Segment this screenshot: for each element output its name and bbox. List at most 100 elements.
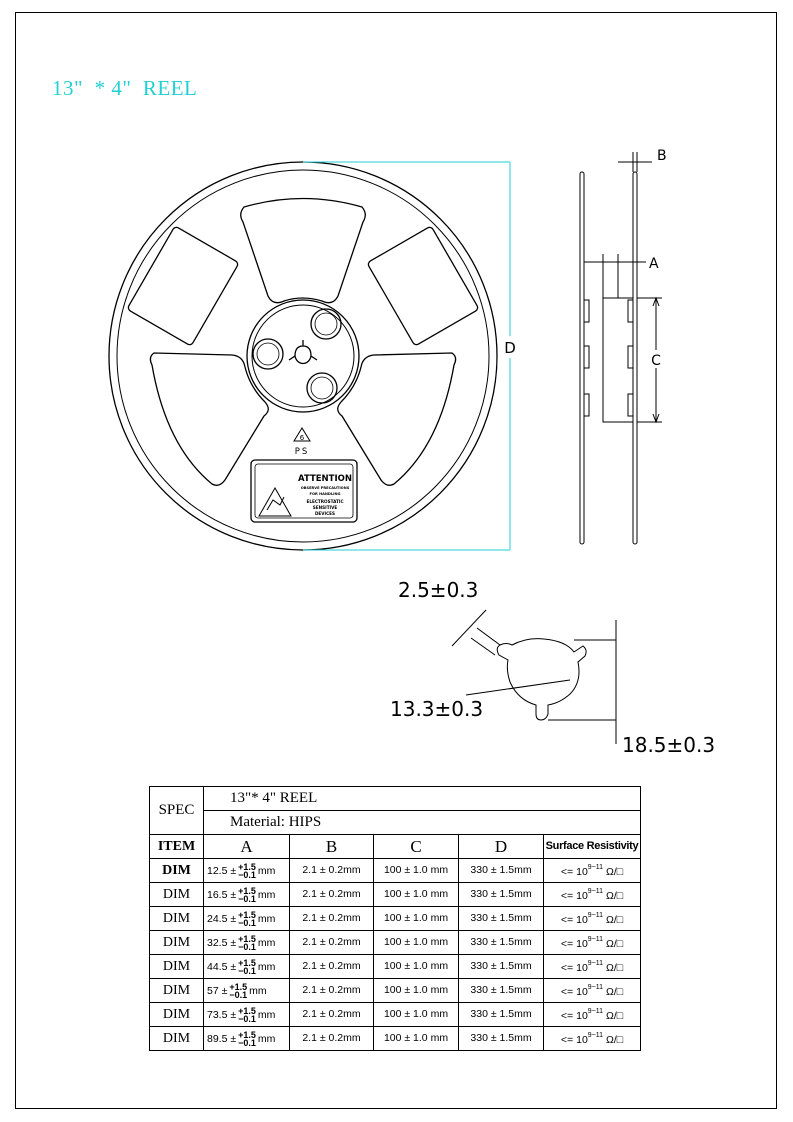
row-c: 100 ± 1.0 mm — [373, 1002, 459, 1027]
a-tolerance: +1.5−0.1 — [238, 886, 256, 904]
a-base: 44.5 — [207, 960, 228, 973]
row-b: 2.1 ± 0.2mm — [289, 930, 374, 955]
reel-label-left — [127, 226, 239, 346]
sr-exp: 9~11 — [587, 935, 604, 943]
a-unit: mm — [257, 888, 276, 901]
hub-height-label: 18.5±0.3 — [622, 733, 715, 757]
sr-exp: 9~11 — [587, 911, 604, 919]
row-sr: <= 109~11 Ω/□ — [543, 1026, 641, 1051]
row-b: 2.1 ± 0.2mm — [289, 906, 374, 931]
a-plus: +1.5 — [238, 957, 256, 968]
a-plus: +1.5 — [238, 933, 256, 944]
sr-unit: Ω/□ — [605, 889, 624, 902]
row-item: DIM — [149, 1002, 204, 1027]
sr-unit: Ω/□ — [605, 1033, 624, 1046]
row-sr: <= 109~11 Ω/□ — [543, 1002, 641, 1027]
reel-window-left — [149, 352, 269, 486]
side-tab-r2 — [627, 345, 634, 369]
col-c-header: C — [373, 834, 459, 859]
sr-unit: Ω/□ — [605, 937, 624, 950]
item-header: ITEM — [149, 834, 204, 859]
recycle-number: 6 — [300, 434, 305, 442]
a-pm: ± — [230, 864, 237, 877]
row-c: 100 ± 1.0 mm — [373, 978, 459, 1003]
row-item: DIM — [149, 978, 204, 1003]
a-plus: +1.5 — [238, 1029, 256, 1040]
reel-inner-rim — [116, 169, 490, 543]
side-tab-r3 — [627, 393, 634, 417]
spec-label: SPEC — [149, 786, 204, 835]
a-base: 24.5 — [207, 912, 228, 925]
hub-hole-top — [310, 308, 342, 340]
flange-right — [632, 171, 638, 545]
reel-label-right — [367, 226, 479, 346]
hub-hole-left-inner — [256, 342, 280, 366]
row-d: 330 ± 1.5mm — [458, 906, 544, 931]
a-base: 32.5 — [207, 936, 228, 949]
a-unit: mm — [257, 936, 276, 949]
hub-hole-top-inner — [314, 312, 338, 336]
hub-hole-bottom — [306, 372, 338, 404]
flange-left — [579, 171, 585, 545]
dimension-b-label: B — [657, 148, 667, 164]
a-tolerance: +1.5−0.1 — [238, 910, 256, 928]
hub-diameter-label: 13.3±0.3 — [390, 697, 483, 721]
row-sr: <= 109~11 Ω/□ — [543, 906, 641, 931]
row-c: 100 ± 1.0 mm — [373, 906, 459, 931]
dimension-c-label: C — [651, 353, 661, 369]
row-sr: <= 109~11 Ω/□ — [543, 930, 641, 955]
row-b: 2.1 ± 0.2mm — [289, 1002, 374, 1027]
row-sr: <= 109~11 Ω/□ — [543, 858, 641, 883]
dimension-c-label-bg — [649, 350, 663, 368]
row-c: 100 ± 1.0 mm — [373, 954, 459, 979]
row-d: 330 ± 1.5mm — [458, 978, 544, 1003]
sr-base: <= 10 — [560, 1009, 588, 1022]
a-minus: −0.1 — [238, 893, 256, 904]
a-unit: mm — [257, 960, 276, 973]
hub-detail-outline — [496, 638, 587, 721]
sr-base: <= 10 — [560, 865, 588, 878]
row-b: 2.1 ± 0.2mm — [289, 954, 374, 979]
side-tab-l2 — [583, 345, 590, 369]
side-tab-l3 — [583, 393, 590, 417]
hub-hole-bottom-inner — [310, 376, 334, 400]
recycle-icon — [293, 427, 311, 442]
sr-unit: Ω/□ — [605, 1009, 624, 1022]
a-pm: ± — [230, 960, 237, 973]
sr-exp: 9~11 — [587, 983, 604, 991]
col-sr-header: Surface Resistivity — [543, 834, 641, 859]
sr-unit: Ω/□ — [605, 913, 624, 926]
row-item: DIM — [149, 882, 204, 907]
reel-window-right — [337, 352, 457, 486]
a-tolerance: +1.5−0.1 — [238, 957, 256, 976]
row-c: 100 ± 1.0 mm — [373, 858, 459, 883]
sr-base: <= 10 — [560, 961, 588, 974]
a-unit: mm — [257, 864, 276, 877]
a-minus: −0.1 — [238, 1013, 256, 1024]
a-minus: −0.1 — [238, 917, 256, 928]
a-base: 73.5 — [207, 1008, 228, 1021]
a-pm: ± — [221, 984, 228, 997]
sr-base: <= 10 — [560, 1033, 588, 1046]
row-item: DIM — [149, 1026, 204, 1051]
sr-unit: Ω/□ — [605, 865, 624, 878]
a-minus: −0.1 — [238, 965, 256, 976]
hub-detail — [451, 609, 617, 744]
slot-line-1 — [476, 627, 501, 646]
reel-hub-inner — [251, 304, 355, 408]
dim-c-arrows — [652, 296, 660, 424]
a-tolerance: +1.5−0.1 — [238, 862, 256, 879]
a-pm: ± — [230, 1008, 237, 1021]
esd-warning-icon — [258, 486, 292, 517]
